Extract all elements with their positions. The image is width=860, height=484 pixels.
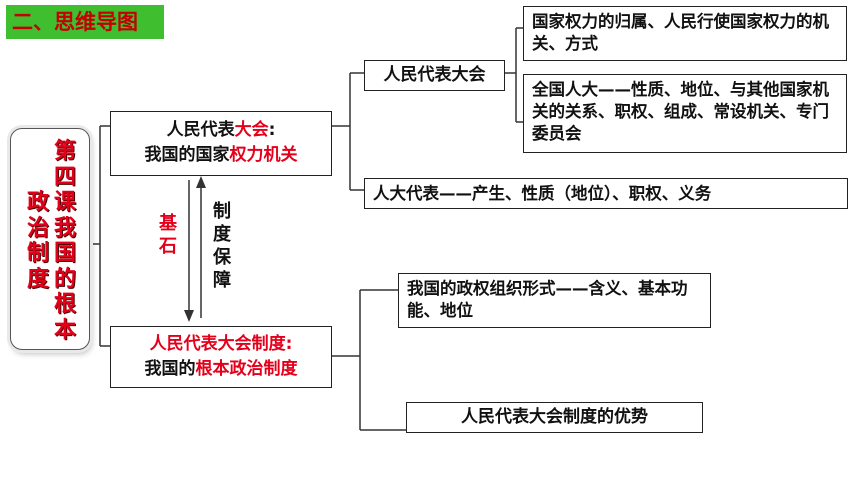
root-char: 度: [26, 266, 49, 292]
node-text: :: [268, 120, 276, 140]
node-npc-line1: 人民代表大会:: [111, 118, 331, 143]
root-topic-box: 政 治 制 度 第 四 课 我 国 的 根 本: [10, 128, 90, 350]
leaf-regime-organization-form: 我国的政权组织形式——含义、基本功能、地位: [398, 273, 711, 328]
root-char: 课: [53, 190, 76, 215]
root-char: 的: [53, 266, 76, 292]
root-char: 根: [53, 292, 76, 317]
node-highlight-text: 大会: [234, 120, 269, 140]
node-text: 我国的: [144, 359, 196, 379]
node-highlight-text: 人民代表大会制度:: [149, 334, 293, 354]
relation-char: 保: [213, 247, 231, 268]
relation-char: 制: [213, 201, 231, 222]
relation-char: 石: [159, 236, 177, 257]
relation-char: 度: [213, 224, 231, 245]
relation-label-guarantee: 制 度 保 障: [210, 200, 234, 292]
node-npc: 人民代表大会: [364, 60, 505, 91]
leaf-deputies: 人大代表——产生、性质（地位）、职权、义务: [364, 178, 848, 209]
leaf-npc-power-ownership: 国家权力的归属、人民行使国家权力的机关、方式: [523, 6, 847, 61]
section-title: 二、思维导图: [6, 5, 164, 39]
relation-char: 障: [213, 270, 231, 291]
node-npc-system: 人民代表大会制度: 我国的根本政治制度: [110, 326, 332, 388]
root-column-right: 第 四 课 我 国 的 根 本: [53, 139, 77, 343]
root-char: 治: [26, 215, 49, 241]
root-char: 制: [26, 241, 49, 266]
node-npc-power-organ: 人民代表大会: 我国的国家权力机关: [110, 111, 332, 176]
leaf-system-advantages: 人民代表大会制度的优势: [406, 402, 703, 433]
leaf-npc-national-congress: 全国人大——性质、地位、与其他国家机关的关系、职权、组成、常设机关、专门委员会: [523, 74, 847, 153]
root-char: 政: [26, 190, 49, 215]
root-char: 本: [53, 317, 76, 343]
node-highlight-text: 权力机关: [229, 145, 298, 165]
node-text: 我国的国家: [144, 145, 230, 165]
root-column-left: 政 治 制 度: [26, 190, 50, 292]
node-text: 人民代表: [166, 120, 235, 140]
root-char: 第: [53, 139, 76, 164]
root-char: 国: [53, 241, 76, 266]
root-char: 我: [53, 215, 76, 241]
relation-char: 基: [159, 213, 177, 234]
node-system-line2: 我国的根本政治制度: [111, 357, 331, 382]
relation-label-foundation: 基 石: [156, 212, 180, 258]
node-npc-line2: 我国的国家权力机关: [111, 143, 331, 168]
root-char: 四: [53, 164, 76, 190]
node-highlight-text: 根本政治制度: [195, 359, 298, 379]
